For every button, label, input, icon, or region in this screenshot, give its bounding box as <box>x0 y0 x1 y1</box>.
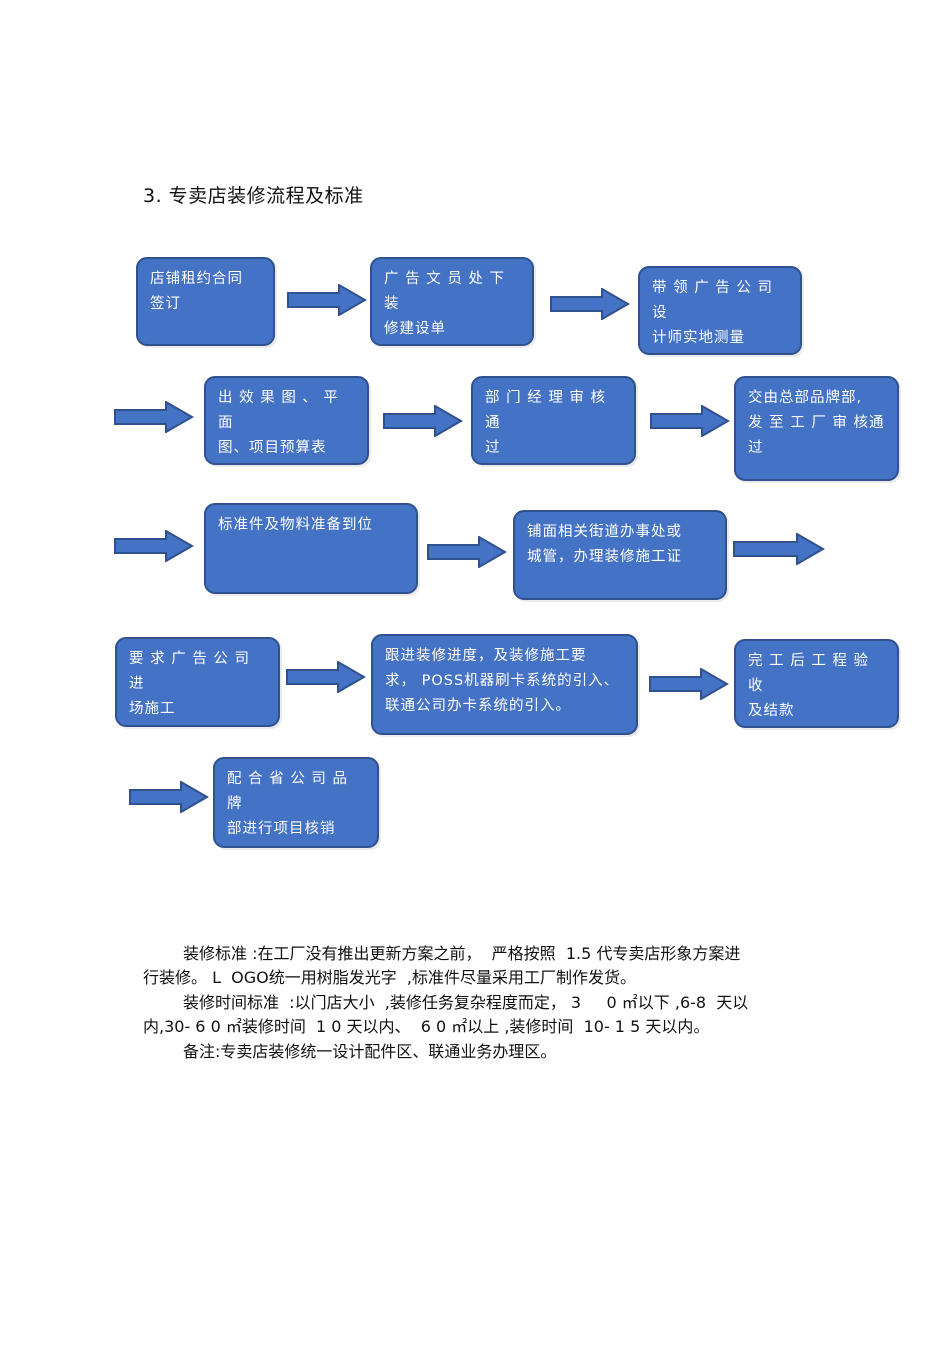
arrow-right-icon <box>550 288 630 320</box>
step-track-progress: 跟进装修进度，及装修施工要 求， POSS机器刷卡系统的引入、 联通公司办卡系统… <box>371 634 638 735</box>
arrow-right-icon <box>286 661 366 693</box>
note-standard-line2: 行装修。 L OGO统一用树脂发光字 ,标准件尽量采用工厂制作发货。 <box>143 968 637 987</box>
step-contractor-onsite: 要 求 广 告 公 司 进 场施工 <box>115 637 280 727</box>
step-renderings-budget: 出 效 果 图 、 平 面 图、项目预算表 <box>204 376 369 465</box>
arrow-right-icon <box>649 668 729 700</box>
arrow-right-icon <box>733 533 825 565</box>
note-time-line1: 装修时间标准 :以门店大小 ,装修任务复杂程度而定， 3 0 ㎡以下 ,6-8 … <box>183 993 749 1012</box>
step-project-closeout: 配 合 省 公 司 品 牌 部进行项目核销 <box>213 757 379 848</box>
section-title: 3. 专卖店装修流程及标准 <box>143 185 364 207</box>
arrow-right-icon <box>287 284 367 316</box>
note-time-line2: 内,30- 6 0 ㎡装修时间 1 0 天以内、 6 0 ㎡以上 ,装修时间 1… <box>143 1017 710 1036</box>
arrow-right-icon <box>114 401 194 433</box>
step-materials-ready: 标准件及物料准备到位 <box>204 503 418 594</box>
step-manager-approval: 部 门 经 理 审 核 通 过 <box>471 376 636 465</box>
note-standard-line1: 装修标准 :在工厂没有推出更新方案之前， 严格按照 1.5 代专卖店形象方案进 <box>183 944 741 963</box>
step-lease-contract: 店铺租约合同 签订 <box>136 257 275 346</box>
arrow-right-icon <box>383 405 463 437</box>
step-acceptance-payment: 完 工 后 工 程 验 收 及结款 <box>734 639 899 728</box>
step-construction-permit: 铺面相关街道办事处或 城管，办理装修施工证 <box>513 510 727 600</box>
step-factory-review: 交由总部品牌部, 发 至 工 厂 审 核通 过 <box>734 376 899 481</box>
step-site-survey: 带 领 广 告 公 司 设 计师实地测量 <box>638 266 802 355</box>
arrow-right-icon <box>427 536 507 568</box>
step-issue-work-order: 广 告 文 员 处 下 装 修建设单 <box>370 257 534 346</box>
arrow-right-icon <box>650 405 730 437</box>
note-remark: 备注:专卖店装修统一设计配件区、联通业务办理区。 <box>183 1042 557 1061</box>
arrow-right-icon <box>114 530 194 562</box>
arrow-right-icon <box>129 781 209 813</box>
